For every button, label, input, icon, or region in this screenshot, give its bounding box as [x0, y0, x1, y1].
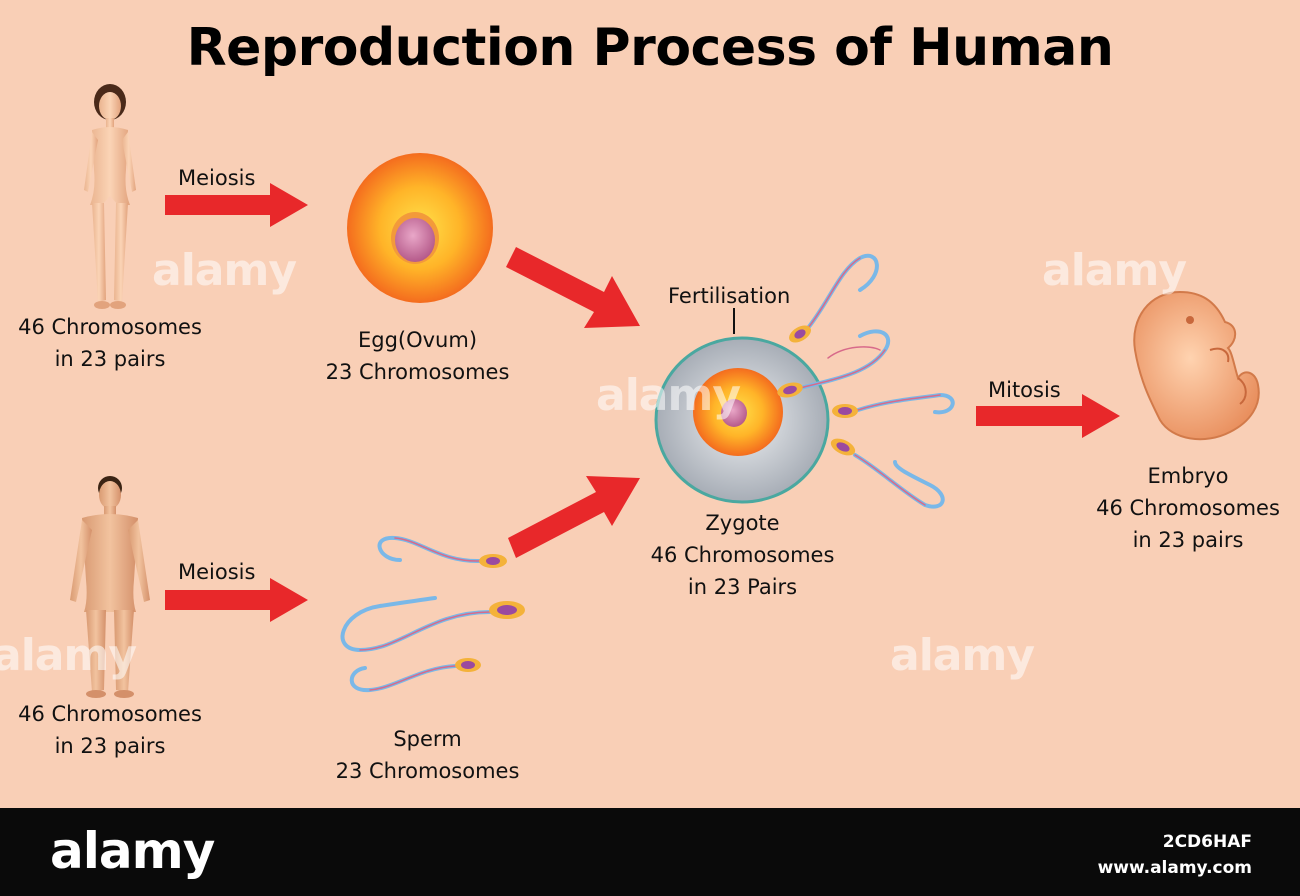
arrow-meiosis-bottom — [165, 578, 308, 622]
egg-label: Egg(Ovum) 23 Chromosomes — [300, 324, 535, 388]
male-chromosome-label: 46 Chromosomes in 23 pairs — [0, 698, 220, 762]
embryo-label: Embryo 46 Chromosomes in 23 pairs — [1078, 460, 1298, 556]
arrow-egg-to-zygote — [506, 247, 640, 328]
zygote-label-line2: 46 Chromosomes — [650, 543, 835, 567]
sperm-label: Sperm 23 Chromosomes — [310, 723, 545, 787]
embryo — [1133, 290, 1260, 441]
male-label-line1: 46 Chromosomes — [18, 702, 202, 726]
female-chromosome-label: 46 Chromosomes in 23 pairs — [0, 311, 220, 375]
egg-label-line2: 23 Chromosomes — [325, 360, 510, 384]
zygote-label-line1: Zygote — [705, 511, 780, 535]
embryo-label-line3: in 23 pairs — [1132, 528, 1244, 552]
arrow-meiosis-top — [165, 183, 308, 227]
watermark: alamy — [0, 630, 137, 681]
footer-image-id: 2CD6HAF — [1162, 832, 1252, 852]
arrow-mitosis — [976, 394, 1120, 438]
page-title: Reproduction Process of Human — [186, 18, 1114, 78]
zygote-label: Zygote 46 Chromosomes in 23 Pairs — [630, 507, 855, 603]
sperm-cells — [340, 535, 525, 693]
egg-cell — [347, 153, 493, 303]
watermark: alamy — [890, 630, 1035, 681]
diagram-artwork — [70, 84, 1260, 698]
female-label-line2: in 23 pairs — [54, 347, 166, 371]
sperm-label-line1: Sperm — [393, 727, 462, 751]
mitosis-label: Mitosis — [988, 378, 1061, 402]
meiosis-label-top: Meiosis — [178, 166, 256, 190]
watermark: alamy — [1042, 245, 1187, 296]
arrow-sperm-to-zygote — [508, 476, 640, 558]
embryo-label-line2: 46 Chromosomes — [1096, 496, 1280, 520]
footer-url[interactable]: www.alamy.com — [1097, 858, 1252, 878]
watermark: alamy — [152, 245, 297, 296]
zygote-label-line3: in 23 Pairs — [687, 575, 798, 599]
male-label-line2: in 23 pairs — [54, 734, 166, 758]
female-label-line1: 46 Chromosomes — [18, 315, 202, 339]
zygote-cell — [654, 253, 955, 509]
male-figure — [70, 476, 150, 698]
footer-bar: alamy 2CD6HAF www.alamy.com — [0, 808, 1300, 896]
footer-logo[interactable]: alamy — [50, 822, 215, 880]
embryo-label-line1: Embryo — [1147, 464, 1229, 488]
egg-label-line1: Egg(Ovum) — [357, 328, 478, 352]
fertilisation-label: Fertilisation — [668, 284, 791, 308]
meiosis-label-bottom: Meiosis — [178, 560, 256, 584]
female-figure — [84, 84, 136, 309]
watermark: alamy — [596, 370, 741, 421]
sperm-label-line2: 23 Chromosomes — [335, 759, 520, 783]
